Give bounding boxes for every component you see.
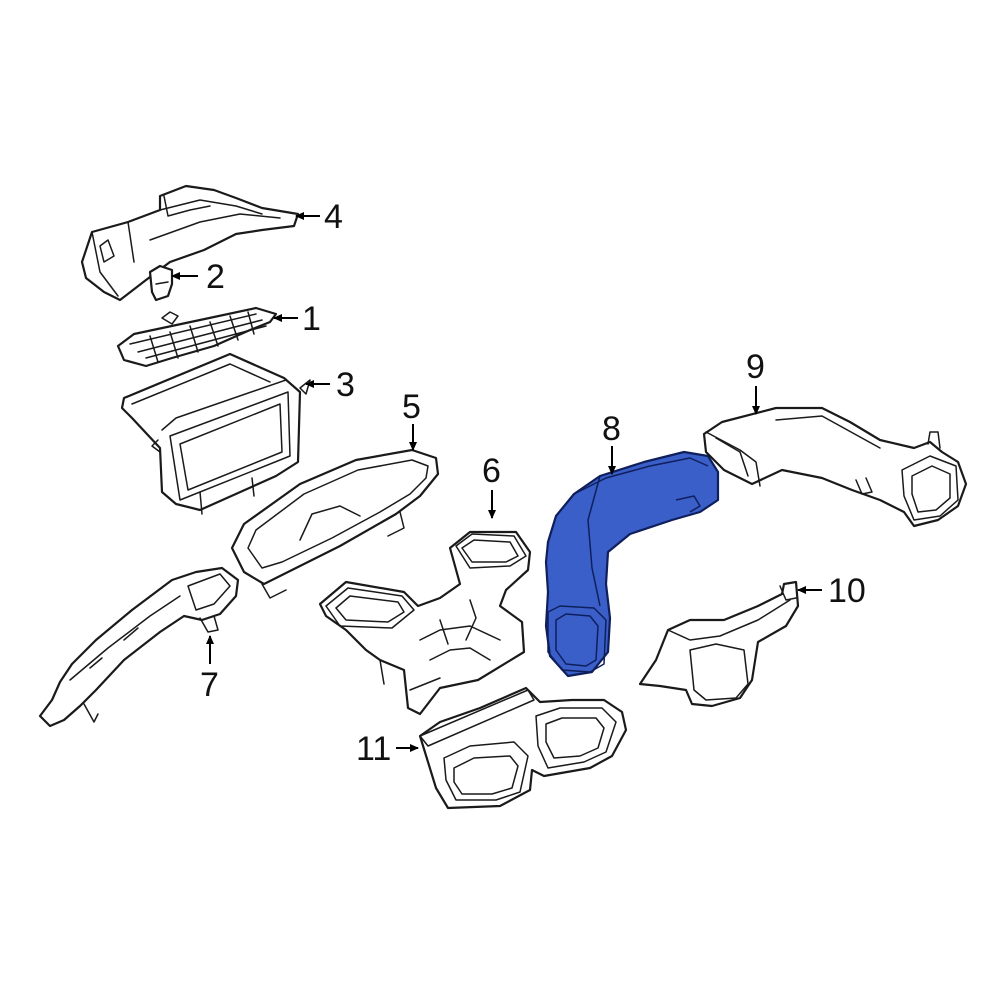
callout-6[interactable]: 6 — [482, 452, 501, 490]
part-6-center-vent[interactable] — [318, 530, 532, 716]
part-1-filter[interactable] — [116, 306, 278, 368]
callout-3[interactable]: 3 — [336, 366, 355, 404]
callout-4[interactable]: 4 — [324, 198, 343, 236]
callout-10[interactable]: 10 — [828, 572, 866, 610]
callout-7[interactable]: 7 — [200, 666, 219, 704]
part-5-frame[interactable] — [230, 448, 440, 599]
callout-5[interactable]: 5 — [402, 388, 421, 426]
part-11-lower-outlet[interactable] — [418, 686, 628, 810]
callout-2[interactable]: 2 — [206, 258, 225, 296]
part-3-housing[interactable] — [120, 352, 311, 515]
part-10-side-duct[interactable] — [638, 580, 800, 708]
callout-labels: 4 2 1 3 5 6 7 8 9 10 11 — [200, 198, 866, 768]
part-4-upper-duct[interactable] — [80, 184, 300, 302]
part-8-duct[interactable] — [544, 450, 720, 678]
callout-1[interactable]: 1 — [302, 300, 321, 338]
leader-lines — [171, 212, 822, 752]
callout-8[interactable]: 8 — [602, 410, 621, 448]
callout-9[interactable]: 9 — [746, 348, 765, 386]
part-2-clip[interactable] — [148, 264, 174, 302]
callout-11[interactable]: 11 — [356, 730, 391, 768]
part-9-right-duct[interactable] — [702, 406, 968, 528]
part-7-left-duct[interactable] — [38, 566, 240, 728]
